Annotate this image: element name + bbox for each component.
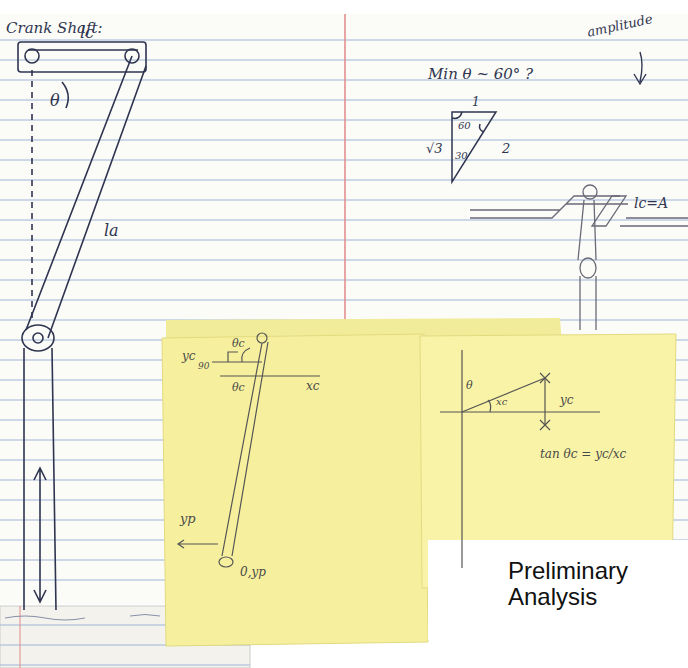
angle-label: θc bbox=[232, 382, 245, 394]
note-text: Min θ ~ 60° ? bbox=[428, 66, 533, 83]
angle-label: θc bbox=[232, 338, 245, 350]
equation-label: tan θc = yc/xc bbox=[540, 448, 626, 461]
coordinate-label: yc bbox=[560, 394, 574, 407]
dimension-label: lc bbox=[80, 24, 94, 42]
coordinate-label: yp bbox=[180, 512, 196, 526]
angle-label: θ bbox=[466, 380, 473, 392]
slide-caption: Preliminary Analysis bbox=[508, 558, 684, 611]
angle-label: 90 bbox=[198, 362, 209, 372]
angle-label: 30 bbox=[455, 150, 468, 161]
dimension-label: la bbox=[104, 222, 119, 240]
dimension-label: lc=A bbox=[634, 196, 668, 211]
side-label: 2 bbox=[502, 142, 510, 156]
coordinate-label: yc bbox=[182, 350, 196, 363]
side-label: 1 bbox=[472, 96, 480, 109]
angle-label: θ bbox=[50, 92, 60, 110]
coordinate-label: xc bbox=[306, 380, 320, 393]
point-label: 0,yp bbox=[240, 566, 266, 579]
coordinate-label: xc bbox=[496, 396, 507, 407]
side-label: √3 bbox=[426, 142, 443, 156]
angle-label: 60 bbox=[458, 120, 471, 131]
